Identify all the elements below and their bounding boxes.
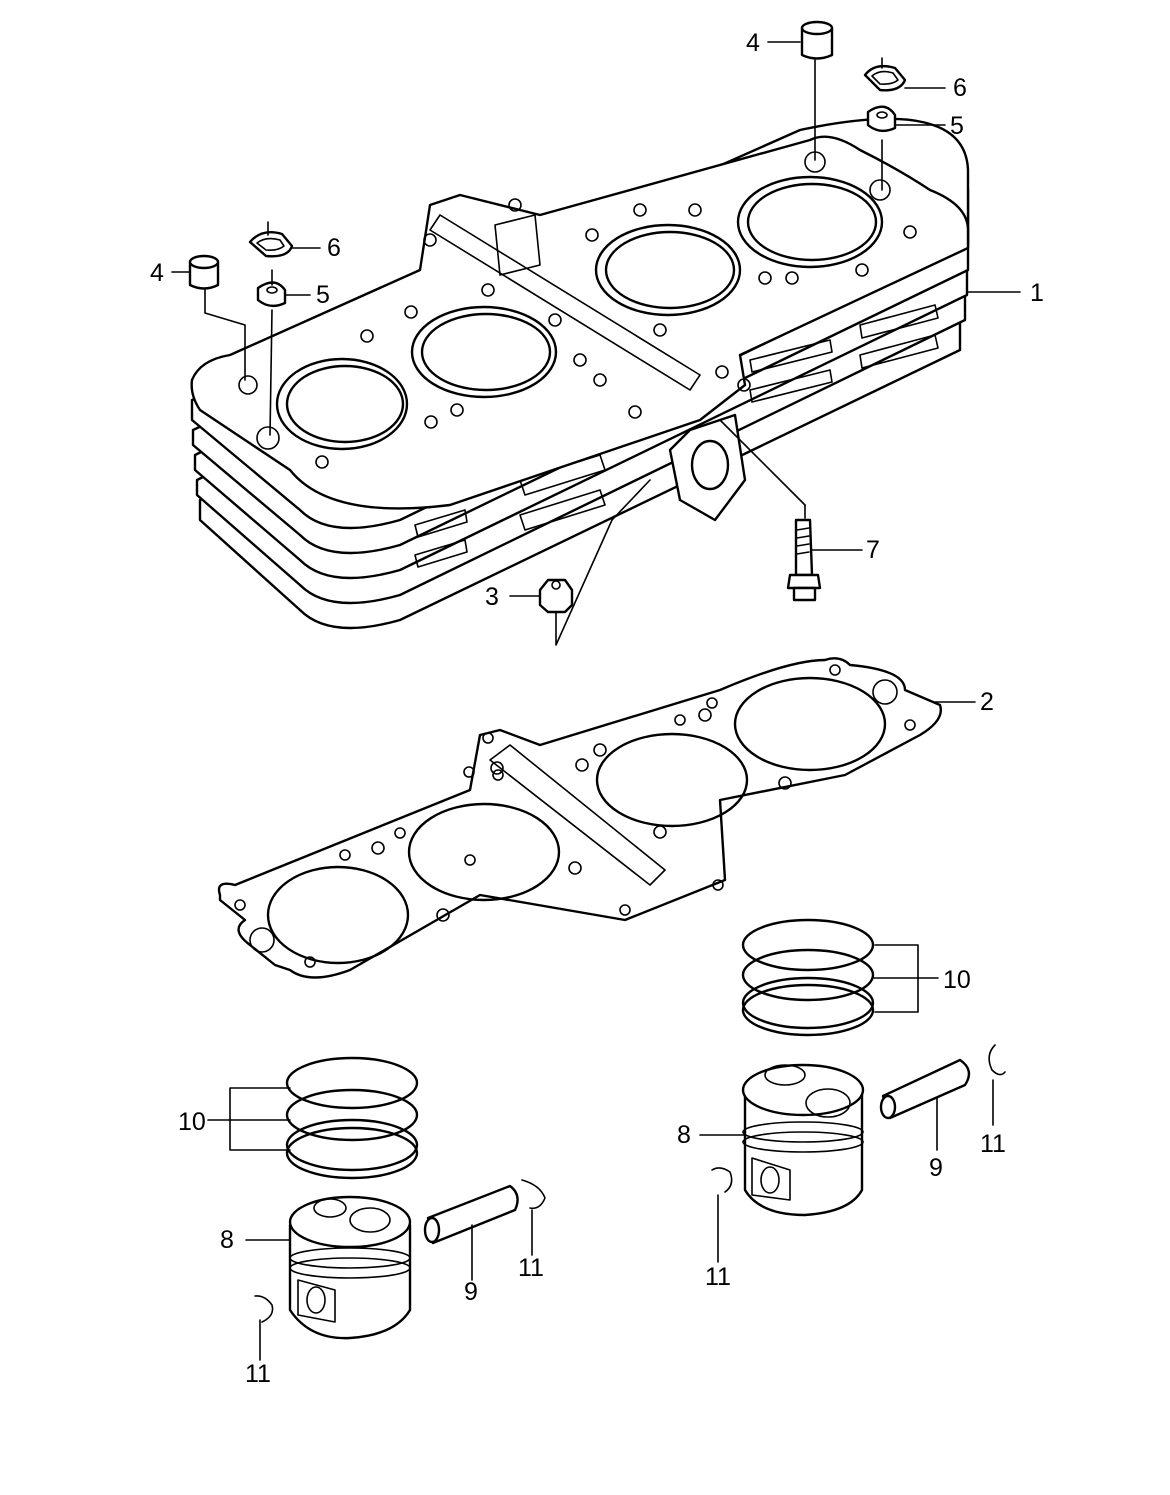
callout-2: 2 [980, 688, 994, 716]
oring-gasket-right [863, 57, 946, 92]
cap-nut [509, 479, 651, 646]
callout-9-right: 9 [929, 1154, 943, 1182]
callout-1: 1 [1030, 279, 1044, 307]
callout-4-left: 4 [150, 259, 164, 287]
piston-rings-right [741, 918, 939, 1037]
callout-3: 3 [485, 583, 499, 611]
callout-11-left-b: 11 [245, 1360, 271, 1388]
flange-bolt [719, 419, 863, 602]
callout-11-right-a: 11 [980, 1130, 1006, 1158]
circlip-left-b [254, 1295, 274, 1361]
dowel-pin-left [188, 254, 246, 381]
dowel-pin-right [800, 20, 834, 161]
collar-washer-left [256, 269, 311, 436]
callout-11-right-b: 11 [705, 1263, 731, 1291]
piston-pin-left [423, 1184, 519, 1281]
circlip-left-a [521, 1179, 546, 1256]
callout-6-left: 6 [327, 234, 341, 262]
callout-10-right: 10 [943, 966, 971, 994]
callout-8-left: 8 [220, 1226, 234, 1254]
piston-pin-right [879, 1058, 971, 1151]
callout-4-right: 4 [746, 29, 760, 57]
cylinder-block [190, 117, 970, 630]
piston-left [245, 1195, 412, 1340]
collar-washer-right [866, 105, 946, 191]
callout-10-left: 10 [178, 1108, 206, 1136]
callout-5-left: 5 [316, 281, 330, 309]
callout-11-left-a: 11 [518, 1254, 544, 1282]
head-gasket [217, 657, 942, 979]
piston-rings-left [207, 1056, 419, 1180]
callout-9-left: 9 [464, 1278, 478, 1306]
circlip-right-a [988, 1044, 1006, 1126]
callout-6-right: 6 [953, 74, 967, 102]
callout-8-right: 8 [677, 1121, 691, 1149]
callout-7: 7 [866, 536, 880, 564]
oring-gasket-left [248, 221, 321, 258]
callout-5-right: 5 [950, 112, 964, 140]
circlip-right-b [711, 1167, 733, 1263]
piston-right [699, 1063, 865, 1217]
